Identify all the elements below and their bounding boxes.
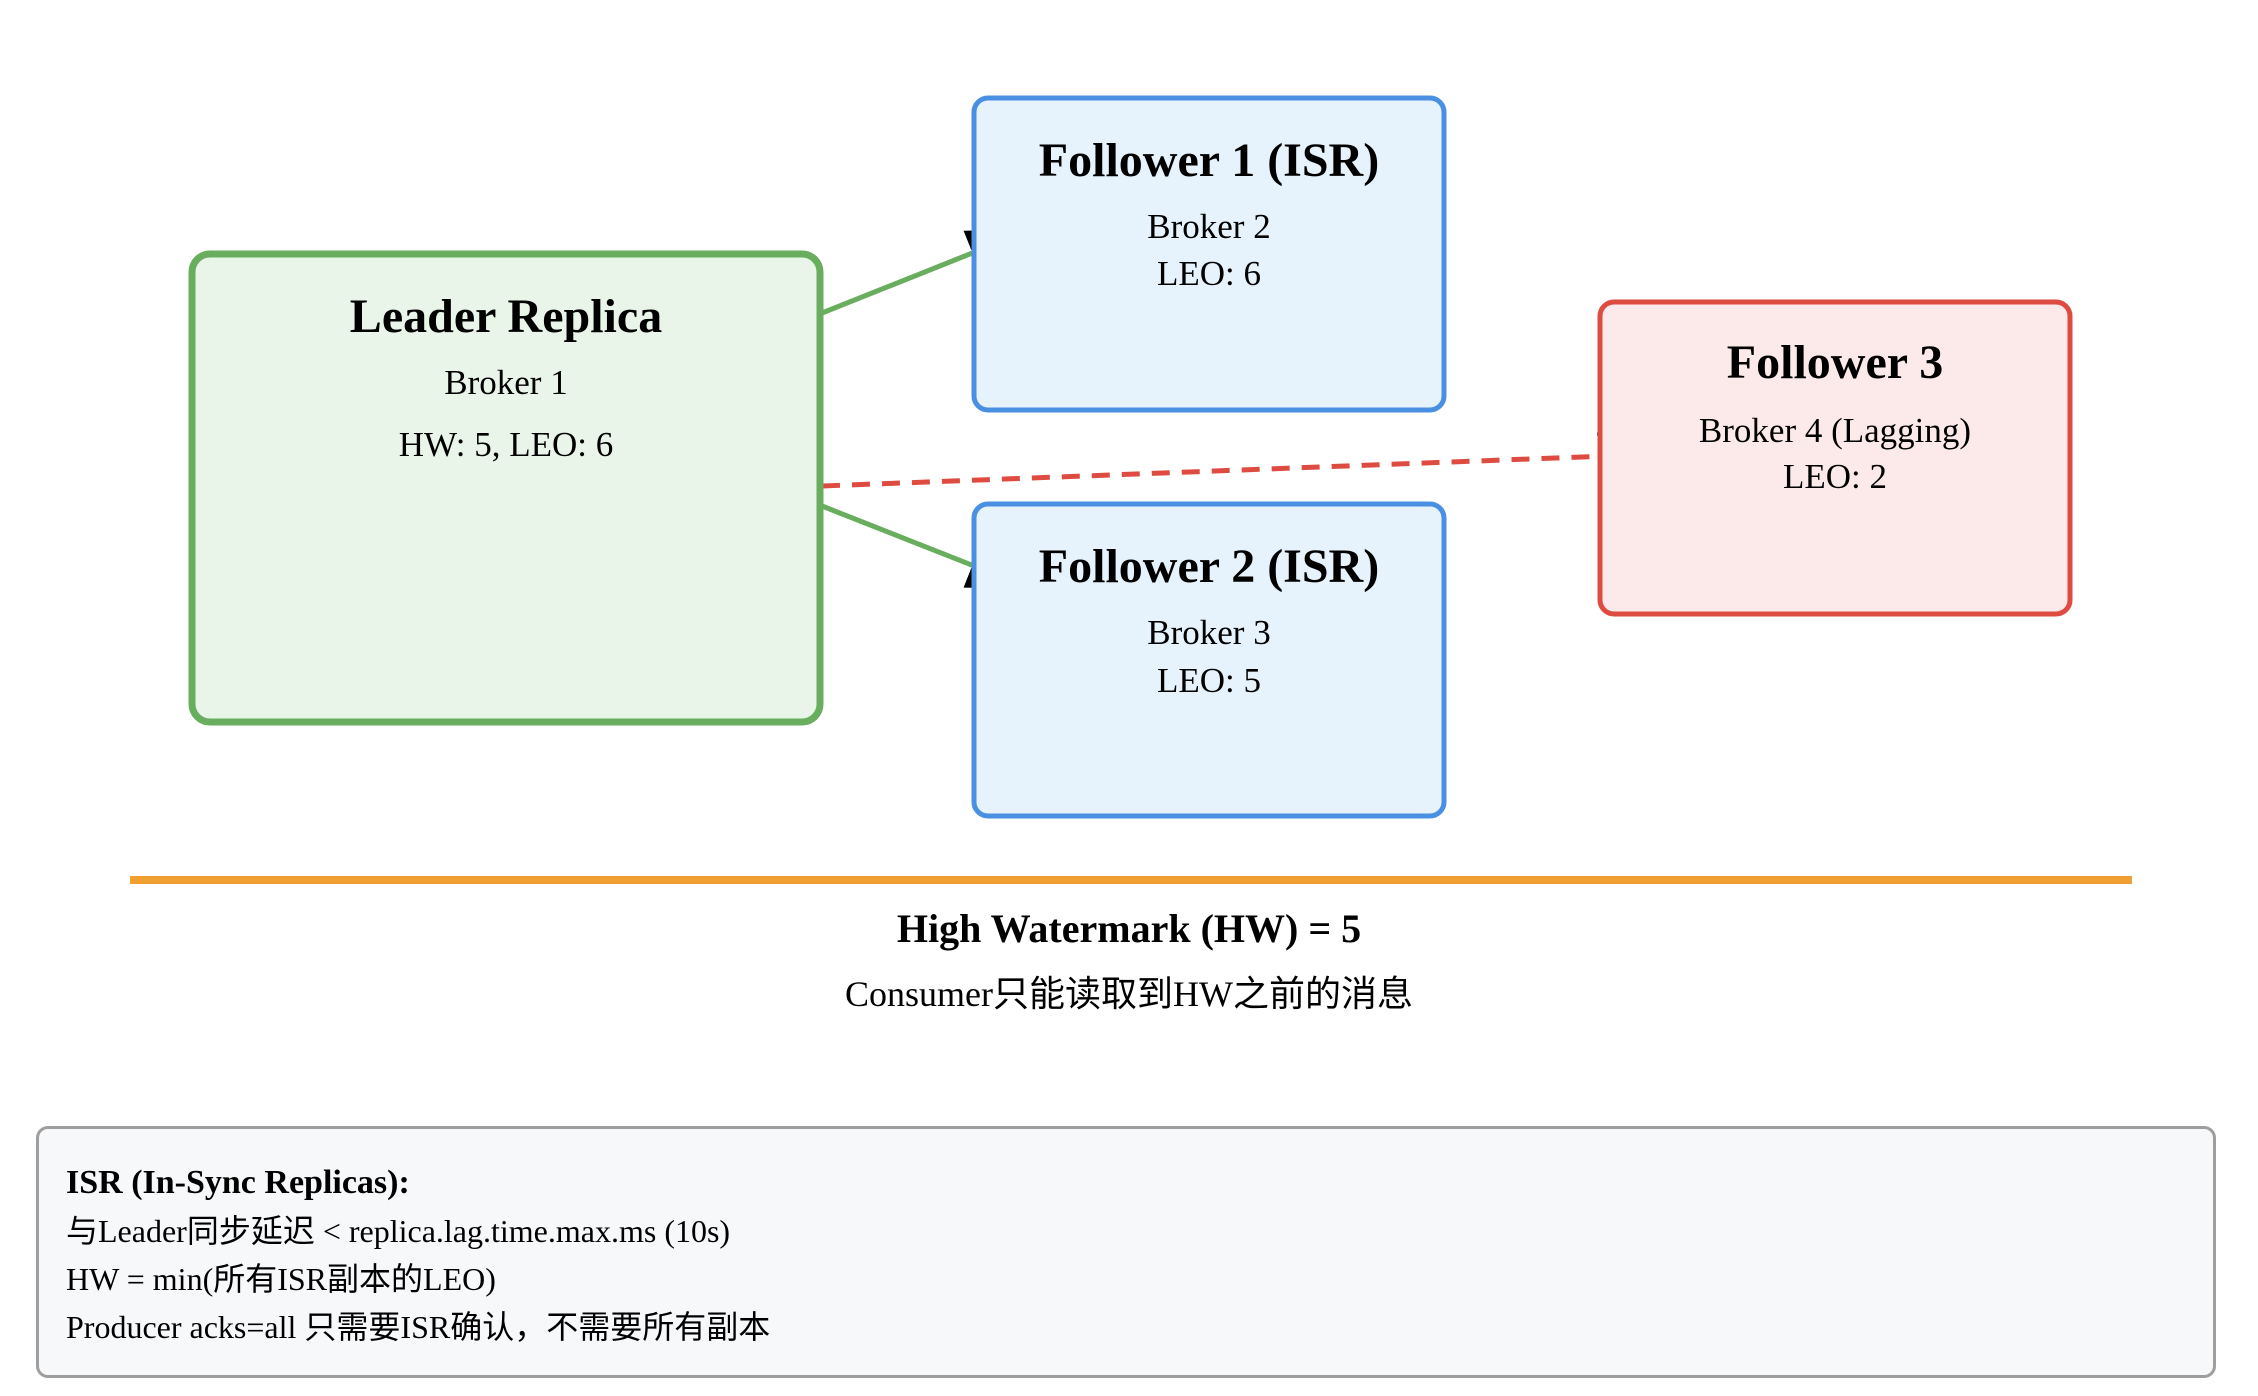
leader-broker: Broker 1 [444, 363, 567, 402]
isr-notes-line-3: Producer acks=all 只需要ISR确认，不需要所有副本 [66, 1309, 771, 1345]
follower-3-title: Follower 3 [1727, 336, 1943, 389]
follower-1-title: Follower 1 (ISR) [1039, 134, 1379, 187]
follower-1-node: Follower 1 (ISR) Broker 2 LEO: 6 [971, 95, 1447, 413]
follower-2-offsets: LEO: 5 [1157, 661, 1261, 700]
follower-2-broker: Broker 3 [1147, 613, 1270, 652]
follower-2-title: Follower 2 (ISR) [1039, 540, 1379, 593]
isr-notes-line-2: HW = min(所有ISR副本的LEO) [66, 1261, 496, 1297]
leader-box [188, 250, 824, 726]
high-watermark-subtitle: Consumer只能读取到HW之前的消息 [845, 974, 1413, 1014]
follower-2-box [971, 501, 1447, 819]
leader-replica-node: Leader Replica Broker 1 HW: 5, LEO: 6 [188, 250, 824, 726]
high-watermark-title: High Watermark (HW) = 5 [897, 906, 1361, 951]
follower-3-broker: Broker 4 (Lagging) [1699, 411, 1971, 450]
follower-1-broker: Broker 2 [1147, 207, 1270, 246]
follower-3-node: Follower 3 Broker 4 (Lagging) LEO: 2 [1597, 299, 2073, 617]
edge-leader-to-follower-3 [821, 432, 1662, 489]
follower-3-box [1597, 299, 2073, 617]
leader-offsets: HW: 5, LEO: 6 [399, 425, 614, 464]
isr-notes-title: ISR (In-Sync Replicas): [66, 1164, 410, 1201]
follower-1-offsets: LEO: 6 [1157, 254, 1261, 293]
isr-notes-box: ISR (In-Sync Replicas): 与Leader同步延迟 < re… [36, 1126, 2216, 1378]
follower-1-box [971, 95, 1447, 413]
isr-notes-line-1: 与Leader同步延迟 < replica.lag.time.max.ms (1… [66, 1213, 731, 1249]
follower-3-offsets: LEO: 2 [1783, 457, 1887, 496]
leader-title: Leader Replica [350, 290, 662, 343]
follower-2-node: Follower 2 (ISR) Broker 3 LEO: 5 [971, 501, 1447, 819]
